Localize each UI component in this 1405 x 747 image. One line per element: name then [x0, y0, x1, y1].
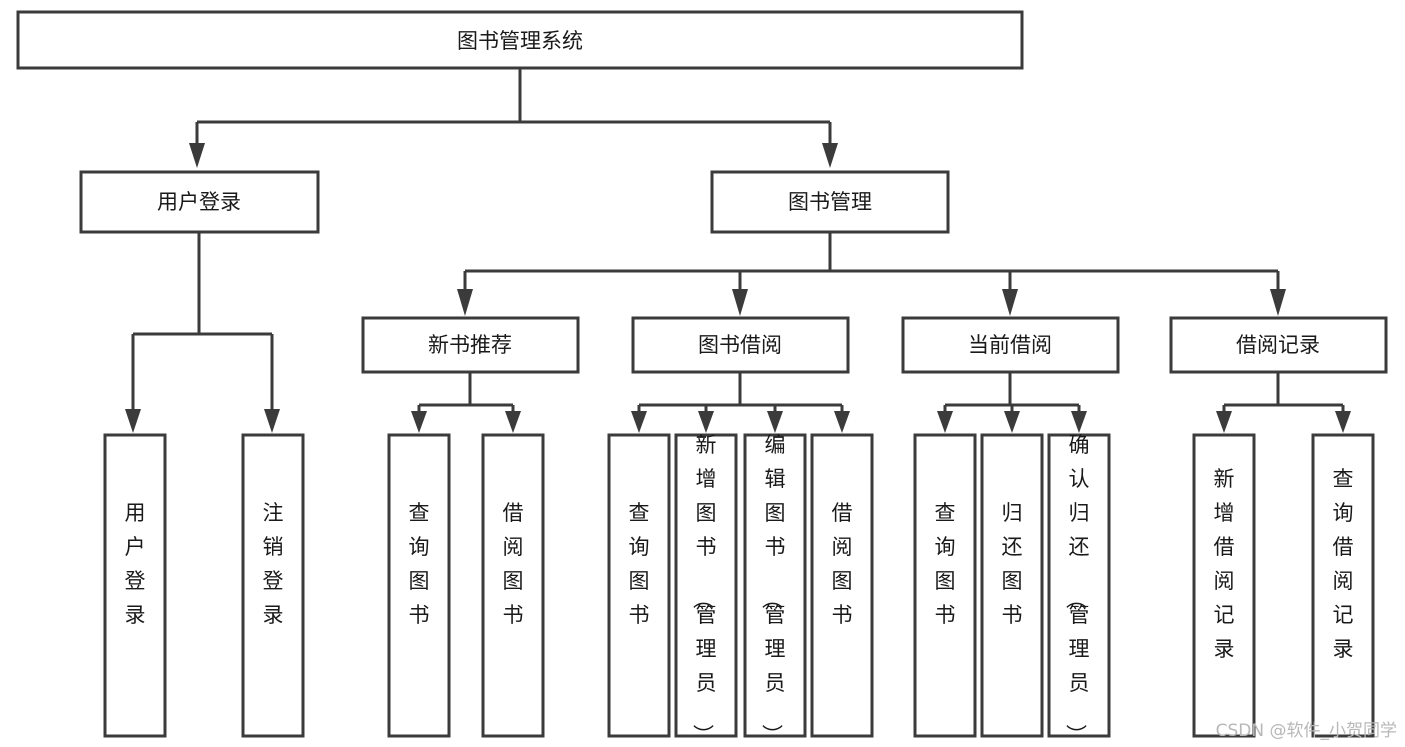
node-leaf-add-borrow-record[interactable]: 新增借阅记录: [1192, 433, 1256, 738]
node-book-management-label: 图书管理: [788, 190, 872, 214]
node-leaf-borrow-book-label: 借阅图书: [832, 501, 853, 627]
node-leaf-query-book-current-box[interactable]: [913, 433, 977, 738]
arrow-leaf-add-book: [698, 411, 714, 433]
node-leaf-return-book[interactable]: 归还图书: [980, 433, 1044, 738]
node-leaf-query-book-current[interactable]: 查询图书: [913, 433, 977, 738]
node-new-book-recommend[interactable]: 新书推荐: [361, 316, 580, 374]
node-root[interactable]: 图书管理系统: [16, 10, 1024, 70]
node-leaf-logout-login-box[interactable]: [241, 433, 305, 738]
node-book-borrow-box[interactable]: [631, 316, 850, 374]
node-leaf-query-book-current-label: 查询图书: [935, 501, 956, 627]
arrow-to-borrow-records: [1270, 289, 1286, 316]
node-current-borrow[interactable]: 当前借阅: [901, 316, 1120, 374]
node-current-borrow-box[interactable]: [901, 316, 1120, 374]
node-new-book-recommend-label: 新书推荐: [428, 333, 512, 357]
node-root-label: 图书管理系统: [457, 29, 583, 53]
node-leaf-confirm-return-label: 确认归还（管理员）: [1064, 433, 1090, 745]
node-root-box[interactable]: [16, 10, 1024, 70]
arrow-leaf-query-book-borrow: [631, 411, 647, 433]
node-user-login[interactable]: 用户登录: [79, 170, 320, 234]
node-leaf-user-login[interactable]: 用户登录: [103, 433, 167, 738]
node-leaf-add-borrow-record-label: 新增借阅记录: [1214, 467, 1235, 661]
node-borrow-records-label: 借阅记录: [1236, 333, 1320, 357]
node-leaf-query-book-borrow-box[interactable]: [607, 433, 671, 738]
node-leaf-edit-book-box[interactable]: [743, 433, 807, 738]
node-new-book-recommend-box[interactable]: [361, 316, 580, 374]
node-user-login-box[interactable]: [79, 170, 320, 234]
arrow-to-user-login: [189, 143, 205, 168]
node-leaf-add-borrow-record-box[interactable]: [1192, 433, 1256, 738]
node-current-borrow-label: 当前借阅: [968, 333, 1052, 357]
node-leaf-user-login-box[interactable]: [103, 433, 167, 738]
node-leaf-add-book-label: 新增图书（管理员）: [691, 433, 717, 745]
node-leaf-query-book-rec-box[interactable]: [387, 433, 451, 738]
node-book-management-box[interactable]: [710, 170, 950, 234]
node-leaf-query-book-borrow[interactable]: 查询图书: [607, 433, 671, 738]
node-user-login-label: 用户登录: [157, 190, 241, 214]
node-leaf-edit-book-label: 编辑图书（管理员）: [760, 433, 786, 745]
node-leaf-add-book[interactable]: 新增图书（管理员）: [674, 433, 738, 745]
arrow-leaf-return-book: [1004, 411, 1020, 433]
arrow-leaf-user-login: [125, 409, 141, 433]
node-leaf-borrow-book[interactable]: 借阅图书: [810, 433, 874, 738]
node-leaf-confirm-return[interactable]: 确认归还（管理员）: [1047, 433, 1111, 745]
node-book-borrow-label: 图书借阅: [698, 333, 782, 357]
node-book-management[interactable]: 图书管理: [710, 170, 950, 234]
arrow-leaf-edit-book: [767, 411, 783, 433]
node-leaf-borrow-book-rec-label: 借阅图书: [503, 501, 524, 627]
arrow-leaf-query-book-rec: [411, 411, 427, 433]
arrow-leaf-borrow-book-rec: [505, 411, 521, 433]
node-leaf-query-borrow-record[interactable]: 查询借阅记录: [1311, 433, 1375, 738]
arrow-to-new-book-recommend: [457, 289, 473, 316]
node-leaf-user-login-label: 用户登录: [125, 501, 146, 627]
arrow-to-current-borrow: [1002, 289, 1018, 316]
arrow-leaf-borrow-book: [834, 411, 850, 433]
node-leaf-query-borrow-record-box[interactable]: [1311, 433, 1375, 738]
node-leaf-logout-login[interactable]: 注销登录: [241, 433, 305, 738]
node-borrow-records[interactable]: 借阅记录: [1169, 316, 1388, 374]
node-leaf-return-book-box[interactable]: [980, 433, 1044, 738]
node-leaf-logout-login-label: 注销登录: [263, 501, 284, 627]
arrow-to-book-management: [822, 143, 838, 168]
arrow-leaf-confirm-return: [1071, 411, 1087, 433]
node-leaf-borrow-book-rec[interactable]: 借阅图书: [481, 433, 545, 738]
connector-layer: [125, 68, 1351, 433]
arrow-leaf-query-book-current: [937, 411, 953, 433]
arrow-leaf-logout-login: [264, 409, 280, 433]
node-leaf-confirm-return-box[interactable]: [1047, 433, 1111, 738]
node-leaf-edit-book[interactable]: 编辑图书（管理员）: [743, 433, 807, 745]
arrow-leaf-query-borrow-record: [1335, 411, 1351, 433]
csdn-watermark: CSDN @软件_小贺同学: [1215, 721, 1397, 741]
node-borrow-records-box[interactable]: [1169, 316, 1388, 374]
node-leaf-query-book-rec[interactable]: 查询图书: [387, 433, 451, 738]
node-book-borrow[interactable]: 图书借阅: [631, 316, 850, 374]
node-leaf-query-borrow-record-label: 查询借阅记录: [1333, 467, 1354, 661]
node-leaf-add-book-box[interactable]: [674, 433, 738, 738]
node-leaf-borrow-book-box[interactable]: [810, 433, 874, 738]
node-leaf-borrow-book-rec-box[interactable]: [481, 433, 545, 738]
arrow-leaf-add-borrow-record: [1216, 411, 1232, 433]
arrow-to-book-borrow: [732, 289, 748, 316]
node-leaf-query-book-rec-label: 查询图书: [409, 501, 430, 627]
node-leaf-query-book-borrow-label: 查询图书: [629, 501, 650, 627]
node-leaf-return-book-label: 归还图书: [1002, 501, 1023, 627]
